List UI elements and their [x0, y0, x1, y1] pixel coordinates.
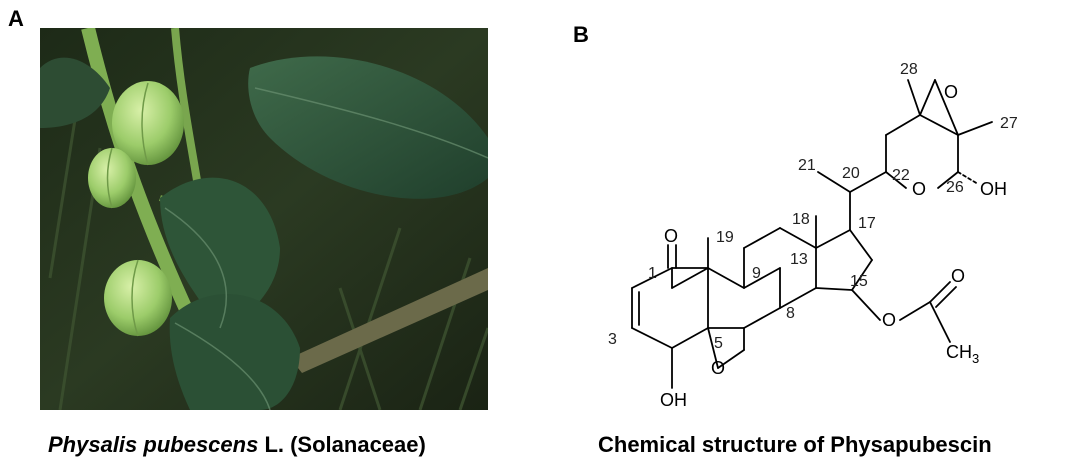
carbon-19-label: 19	[716, 229, 734, 246]
carbon-9-label: 9	[752, 265, 761, 282]
carbon-8-label: 8	[786, 305, 795, 322]
plant-photo	[40, 28, 488, 410]
carbon-3-label: 3	[608, 331, 617, 348]
carbon-15-label: 15	[850, 273, 868, 290]
side-epoxide-oxygen-label: O	[944, 82, 958, 102]
carbon-20-label: 20	[842, 165, 860, 182]
carbon-22-label: 22	[892, 167, 910, 184]
carbon-28-label: 28	[900, 61, 918, 78]
c4-hydroxyl-label: OH	[660, 390, 687, 410]
chemical-structure: O O OH O O CH3 O OH O 1 3 5 8 9 13 15 17…	[608, 61, 1018, 410]
ester-oxygen-label: O	[882, 310, 896, 330]
ketone-oxygen-label: O	[664, 226, 678, 246]
carbon-17-label: 17	[858, 215, 876, 232]
carbon-13-label: 13	[790, 251, 808, 268]
species-name: Physalis pubescens	[48, 432, 259, 457]
carbonyl-oxygen-label: O	[951, 266, 965, 286]
carbon-5-label: 5	[714, 335, 723, 352]
ring-oxygen-label: O	[912, 179, 926, 199]
carbon-27-label: 27	[1000, 115, 1018, 132]
panel-a-label: A	[8, 6, 24, 31]
c26-hydroxyl-label: OH	[980, 179, 1007, 199]
carbon-18-label: 18	[792, 211, 810, 228]
panel-b-caption: Chemical structure of Physapubescin	[598, 432, 992, 457]
species-authority: L. (Solanaceae)	[258, 432, 426, 457]
epoxide-oxygen-label: O	[711, 358, 725, 378]
panel-b-label: B	[573, 22, 589, 47]
panel-a-caption: Physalis pubescens L. (Solanaceae)	[48, 432, 426, 458]
carbon-1-label: 1	[648, 265, 657, 282]
carbon-21-label: 21	[798, 157, 816, 174]
methyl-label: CH3	[946, 342, 979, 366]
carbon-26-label: 26	[946, 179, 964, 196]
